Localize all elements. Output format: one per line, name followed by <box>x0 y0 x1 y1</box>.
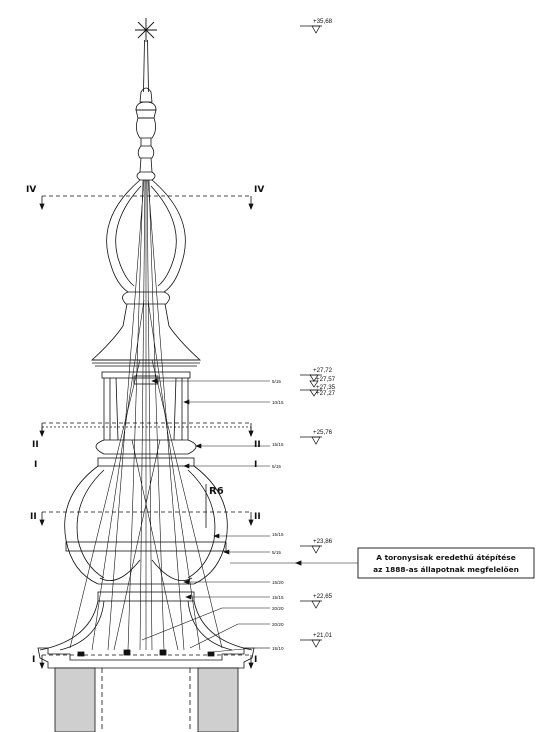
section-label-iv-left: IV <box>26 185 36 195</box>
section-line-i-small <box>41 426 252 436</box>
member-label: 15/15 <box>272 532 284 537</box>
member-label: 20/20 <box>272 606 284 611</box>
section-line-i-bottom <box>39 654 254 670</box>
upper-mast <box>143 39 149 93</box>
orb <box>135 87 157 181</box>
section-label-ii-lower-right: II <box>254 512 261 522</box>
member-label: 15/15 <box>272 442 284 447</box>
member-label: 15/15 <box>272 595 284 600</box>
central-timbers <box>69 179 223 651</box>
level-label: +27,72 <box>313 367 333 374</box>
section-line-ii-lower <box>39 511 254 527</box>
note-line-2: az 1888-as állapotnak megfelelően <box>373 565 519 574</box>
member-label: 5/15 <box>272 379 281 384</box>
radius-label: R6 <box>209 486 224 497</box>
member-label: 20/20 <box>272 622 284 627</box>
section-label-i-bottom-right: I <box>254 655 257 665</box>
tower-base <box>37 647 255 732</box>
level-markers <box>300 25 322 648</box>
section-label-i-small-right: I <box>254 460 257 470</box>
member-label: 5/15 <box>272 464 281 469</box>
member-label: 5/15 <box>272 550 281 555</box>
section-label-ii-upper-left: II <box>32 440 39 450</box>
member-leaders <box>141 378 270 653</box>
level-label: +27,35 <box>316 384 336 391</box>
section-line-ii-upper <box>39 422 254 438</box>
note-box <box>230 547 535 579</box>
level-label: +35,68 <box>313 18 333 25</box>
section-line-iv <box>39 195 254 211</box>
section-label-ii-upper-right: II <box>254 440 261 450</box>
flared-bell-roof <box>39 600 253 651</box>
member-label: 10/15 <box>272 400 284 405</box>
section-label-i-bottom-left: I <box>32 655 35 665</box>
upper-onion-dome <box>106 179 186 327</box>
section-label-i-small-left: I <box>34 460 37 470</box>
section-label-ii-lower-left: II <box>30 512 37 522</box>
level-label: +25,76 <box>313 429 333 436</box>
level-label: +22,65 <box>313 593 333 600</box>
member-label: 15/10 <box>272 646 284 651</box>
finial-star <box>135 18 157 42</box>
level-label: +27,57 <box>316 376 336 383</box>
section-label-iv-right: IV <box>254 185 264 195</box>
level-label: +27,27 <box>316 390 336 397</box>
level-label: +23,86 <box>313 538 333 545</box>
level-label: +21,01 <box>313 632 333 639</box>
note-line-1: A toronysisak eredethű átépítése <box>376 553 515 562</box>
member-label: 15/20 <box>272 580 284 585</box>
